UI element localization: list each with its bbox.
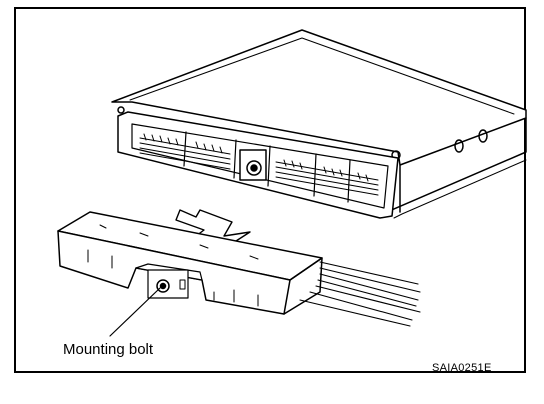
callout-leader-line <box>109 287 161 337</box>
figure-code: SAIA0251E <box>432 362 492 374</box>
mounting-bolt-label: Mounting bolt <box>63 341 154 358</box>
connector-pins <box>139 133 379 196</box>
harness-connector <box>57 211 421 327</box>
ecm-unit <box>111 29 527 219</box>
harness-wires <box>299 261 421 327</box>
